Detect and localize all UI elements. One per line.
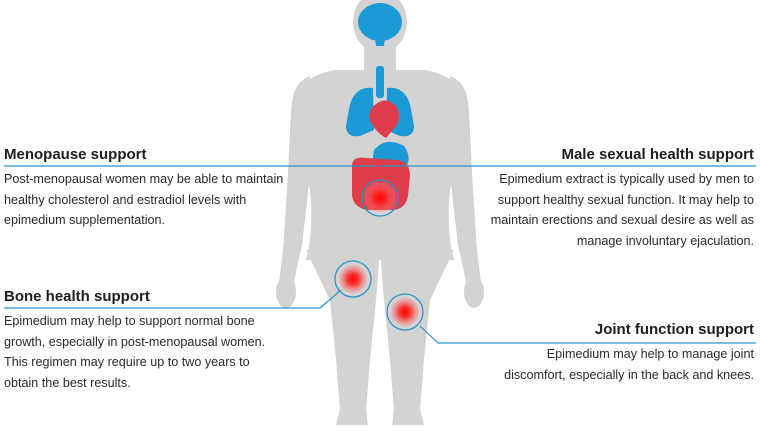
callout-menopause: Menopause support Post-menopausal women … <box>4 146 294 231</box>
callout-joint-title: Joint function support <box>594 321 754 338</box>
neck <box>364 44 396 74</box>
left-leg <box>306 250 380 425</box>
right-leg <box>380 250 454 425</box>
leader-lines <box>4 165 756 344</box>
callout-joint-text: Epimedium may help to manage joint disco… <box>504 347 754 382</box>
callout-bone-text: Epimedium may help to support normal bon… <box>4 314 266 390</box>
hotspot-right-knee <box>386 293 424 331</box>
callout-menopause-text: Post-menopausal women may be able to mai… <box>4 172 284 227</box>
hotspot-left-thigh <box>334 260 372 298</box>
left-lung <box>346 87 374 137</box>
callout-male-text: Epimedium extract is typically used by m… <box>490 172 754 248</box>
hotspot-pelvis <box>361 179 399 217</box>
right-hand <box>464 276 484 308</box>
callout-bone-title: Bone health support <box>4 288 150 305</box>
left-hand <box>276 276 296 308</box>
callout-bone: Bone health support Epimedium may help t… <box>4 288 274 393</box>
brain <box>358 3 402 46</box>
callout-male-title: Male sexual health support <box>561 146 754 163</box>
leader-joint <box>419 325 756 344</box>
callout-menopause-title: Menopause support <box>4 146 147 163</box>
left-arm <box>279 76 317 282</box>
right-arm <box>443 76 481 282</box>
brain-shape <box>358 3 402 41</box>
callout-joint: Joint function support Epimedium may hel… <box>504 321 754 385</box>
heart <box>369 100 399 138</box>
leader-bone <box>4 289 342 309</box>
trachea <box>376 66 384 98</box>
brain-stem <box>375 36 385 46</box>
callout-male: Male sexual health support Epimedium ext… <box>474 146 754 251</box>
